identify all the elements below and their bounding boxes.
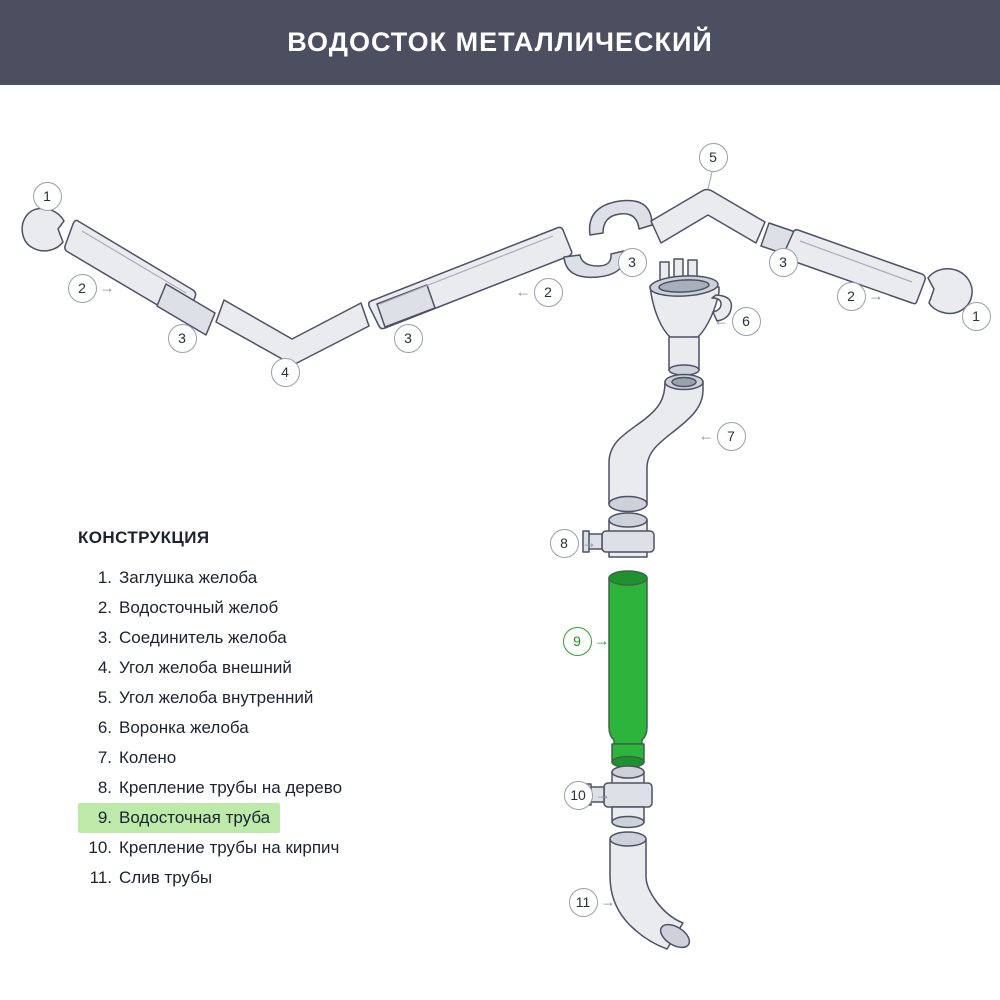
callout-4: 4 — [270, 357, 300, 387]
legend-item-number: 6. — [97, 718, 112, 737]
callout-number: 4 — [270, 357, 300, 387]
legend-item-number: 1. — [97, 568, 112, 587]
legend-item-number: 11. — [89, 868, 112, 887]
part-elbow — [608, 373, 704, 513]
legend-item-2: 2. Водосточный желоб — [78, 593, 288, 623]
legend-item-label: Водосточный желоб — [119, 598, 279, 617]
page-title: ВОДОСТОК МЕТАЛЛИЧЕСКИЙ — [287, 27, 713, 57]
callout-8: 8 → — [549, 528, 597, 558]
callout-number: 11 — [568, 887, 598, 917]
legend-item-number: 5. — [97, 688, 112, 707]
part-corner-inner — [650, 188, 766, 244]
rim-lines — [81, 171, 913, 305]
arrow-left-icon: ← — [713, 312, 729, 330]
legend-item-label: Угол желоба внешний — [119, 658, 292, 677]
arrow-right-icon: → — [581, 534, 597, 552]
callout-number: 3 — [167, 323, 197, 353]
legend-item-number: 7. — [97, 748, 112, 767]
part-gutter-connector-middle — [376, 284, 436, 328]
legend-item-9-highlighted: 9. Водосточная труба — [78, 803, 281, 833]
callout-number: 2 — [836, 281, 866, 311]
callout-number: 5 — [698, 142, 728, 172]
part-end-cap-right — [927, 268, 973, 315]
arrow-right-icon: → — [868, 287, 884, 305]
callout-1-left: 1 — [32, 181, 62, 211]
legend: КОНСТРУКЦИЯ 1. Заглушка желоба 2. Водост… — [78, 528, 352, 893]
callout-number: 3 — [768, 247, 798, 277]
legend-item-number: 3. — [97, 628, 112, 647]
legend-item-label: Заглушка желоба — [119, 568, 258, 587]
header-bar: ВОДОСТОК МЕТАЛЛИЧЕСКИЙ — [0, 0, 1000, 85]
legend-item-label: Соединитель желоба — [119, 628, 287, 647]
callout-3-left: 3 — [167, 323, 197, 353]
callout-number: 1 — [32, 181, 62, 211]
callout-number: 2 — [533, 277, 563, 307]
legend-item-10: 10. Крепление трубы на кирпич — [78, 833, 349, 863]
callout-11: 11 → — [568, 887, 616, 917]
part-connector-shell-bottom — [563, 250, 626, 279]
callout-6: 6 ← — [714, 306, 761, 336]
callout-2-left: 2 → — [67, 273, 115, 303]
legend-item-6: 6. Воронка желоба — [78, 713, 259, 743]
callout-2-middle: 2 ← — [516, 277, 563, 307]
callout-5: 5 — [698, 142, 728, 172]
legend-item-label: Водосточная труба — [119, 808, 271, 827]
callout-number: 2 — [67, 273, 97, 303]
legend-item-number: 2. — [97, 598, 112, 617]
part-corner-outer — [215, 299, 370, 366]
legend-item-3: 3. Соединитель желоба — [78, 623, 297, 653]
arrow-right-icon: → — [600, 893, 616, 911]
legend-item-11: 11. Слив трубы — [78, 863, 222, 893]
legend-item-8: 8. Крепление трубы на дерево — [78, 773, 352, 803]
legend-item-label: Угол желоба внутренний — [119, 688, 314, 707]
part-gutter-connector-left — [156, 283, 216, 336]
legend-item-7: 7. Колено — [78, 743, 186, 773]
legend-item-4: 4. Угол желоба внешний — [78, 653, 302, 683]
arrow-left-icon: ← — [698, 427, 714, 445]
callout-number: 3 — [617, 247, 647, 277]
part-funnel — [649, 258, 733, 376]
callout-1-right: 1 — [961, 301, 991, 331]
callout-number: 8 — [549, 528, 579, 558]
callout-number: 3 — [393, 323, 423, 353]
callout-number: 10 — [563, 780, 593, 810]
callout-3-right: 3 — [768, 247, 798, 277]
legend-item-1: 1. Заглушка желоба — [78, 563, 267, 593]
part-mount-brick — [584, 765, 653, 829]
callout-number: 7 — [716, 421, 746, 451]
callout-number: 6 — [731, 306, 761, 336]
callout-3-shells: 3 — [617, 247, 647, 277]
part-mount-wood — [582, 512, 655, 558]
callout-9-highlighted: 9 → — [562, 626, 610, 656]
legend-item-label: Крепление трубы на дерево — [119, 778, 343, 797]
part-connector-shell-top — [588, 199, 653, 236]
part-downpipe-highlighted — [608, 570, 648, 769]
legend-item-label: Колено — [119, 748, 177, 767]
legend-item-label: Слив трубы — [119, 868, 213, 887]
legend-item-number: 10. — [88, 838, 112, 857]
legend-list: 1. Заглушка желоба 2. Водосточный желоб … — [78, 563, 352, 893]
arrow-right-icon: → — [595, 786, 611, 804]
part-drain-outlet — [609, 831, 691, 950]
legend-title: КОНСТРУКЦИЯ — [78, 528, 210, 547]
legend-item-label: Воронка желоба — [119, 718, 249, 737]
legend-item-label: Крепление трубы на кирпич — [119, 838, 340, 857]
legend-item-number: 4. — [97, 658, 112, 677]
callout-number: 9 — [562, 626, 592, 656]
legend-item-number: 8. — [97, 778, 112, 797]
arrow-left-icon: ← — [515, 283, 531, 301]
callout-3-middle: 3 — [393, 323, 423, 353]
callout-number: 1 — [961, 301, 991, 331]
callout-2-right: 2 → — [836, 281, 884, 311]
arrow-right-icon: → — [99, 279, 115, 297]
legend-item-5: 5. Угол желоба внутренний — [78, 683, 323, 713]
legend-item-number: 9. — [97, 808, 112, 827]
callout-7: 7 ← — [699, 421, 746, 451]
part-end-cap-left — [21, 207, 65, 252]
callout-10: 10 → — [563, 780, 611, 810]
arrow-right-icon: → — [594, 632, 610, 650]
